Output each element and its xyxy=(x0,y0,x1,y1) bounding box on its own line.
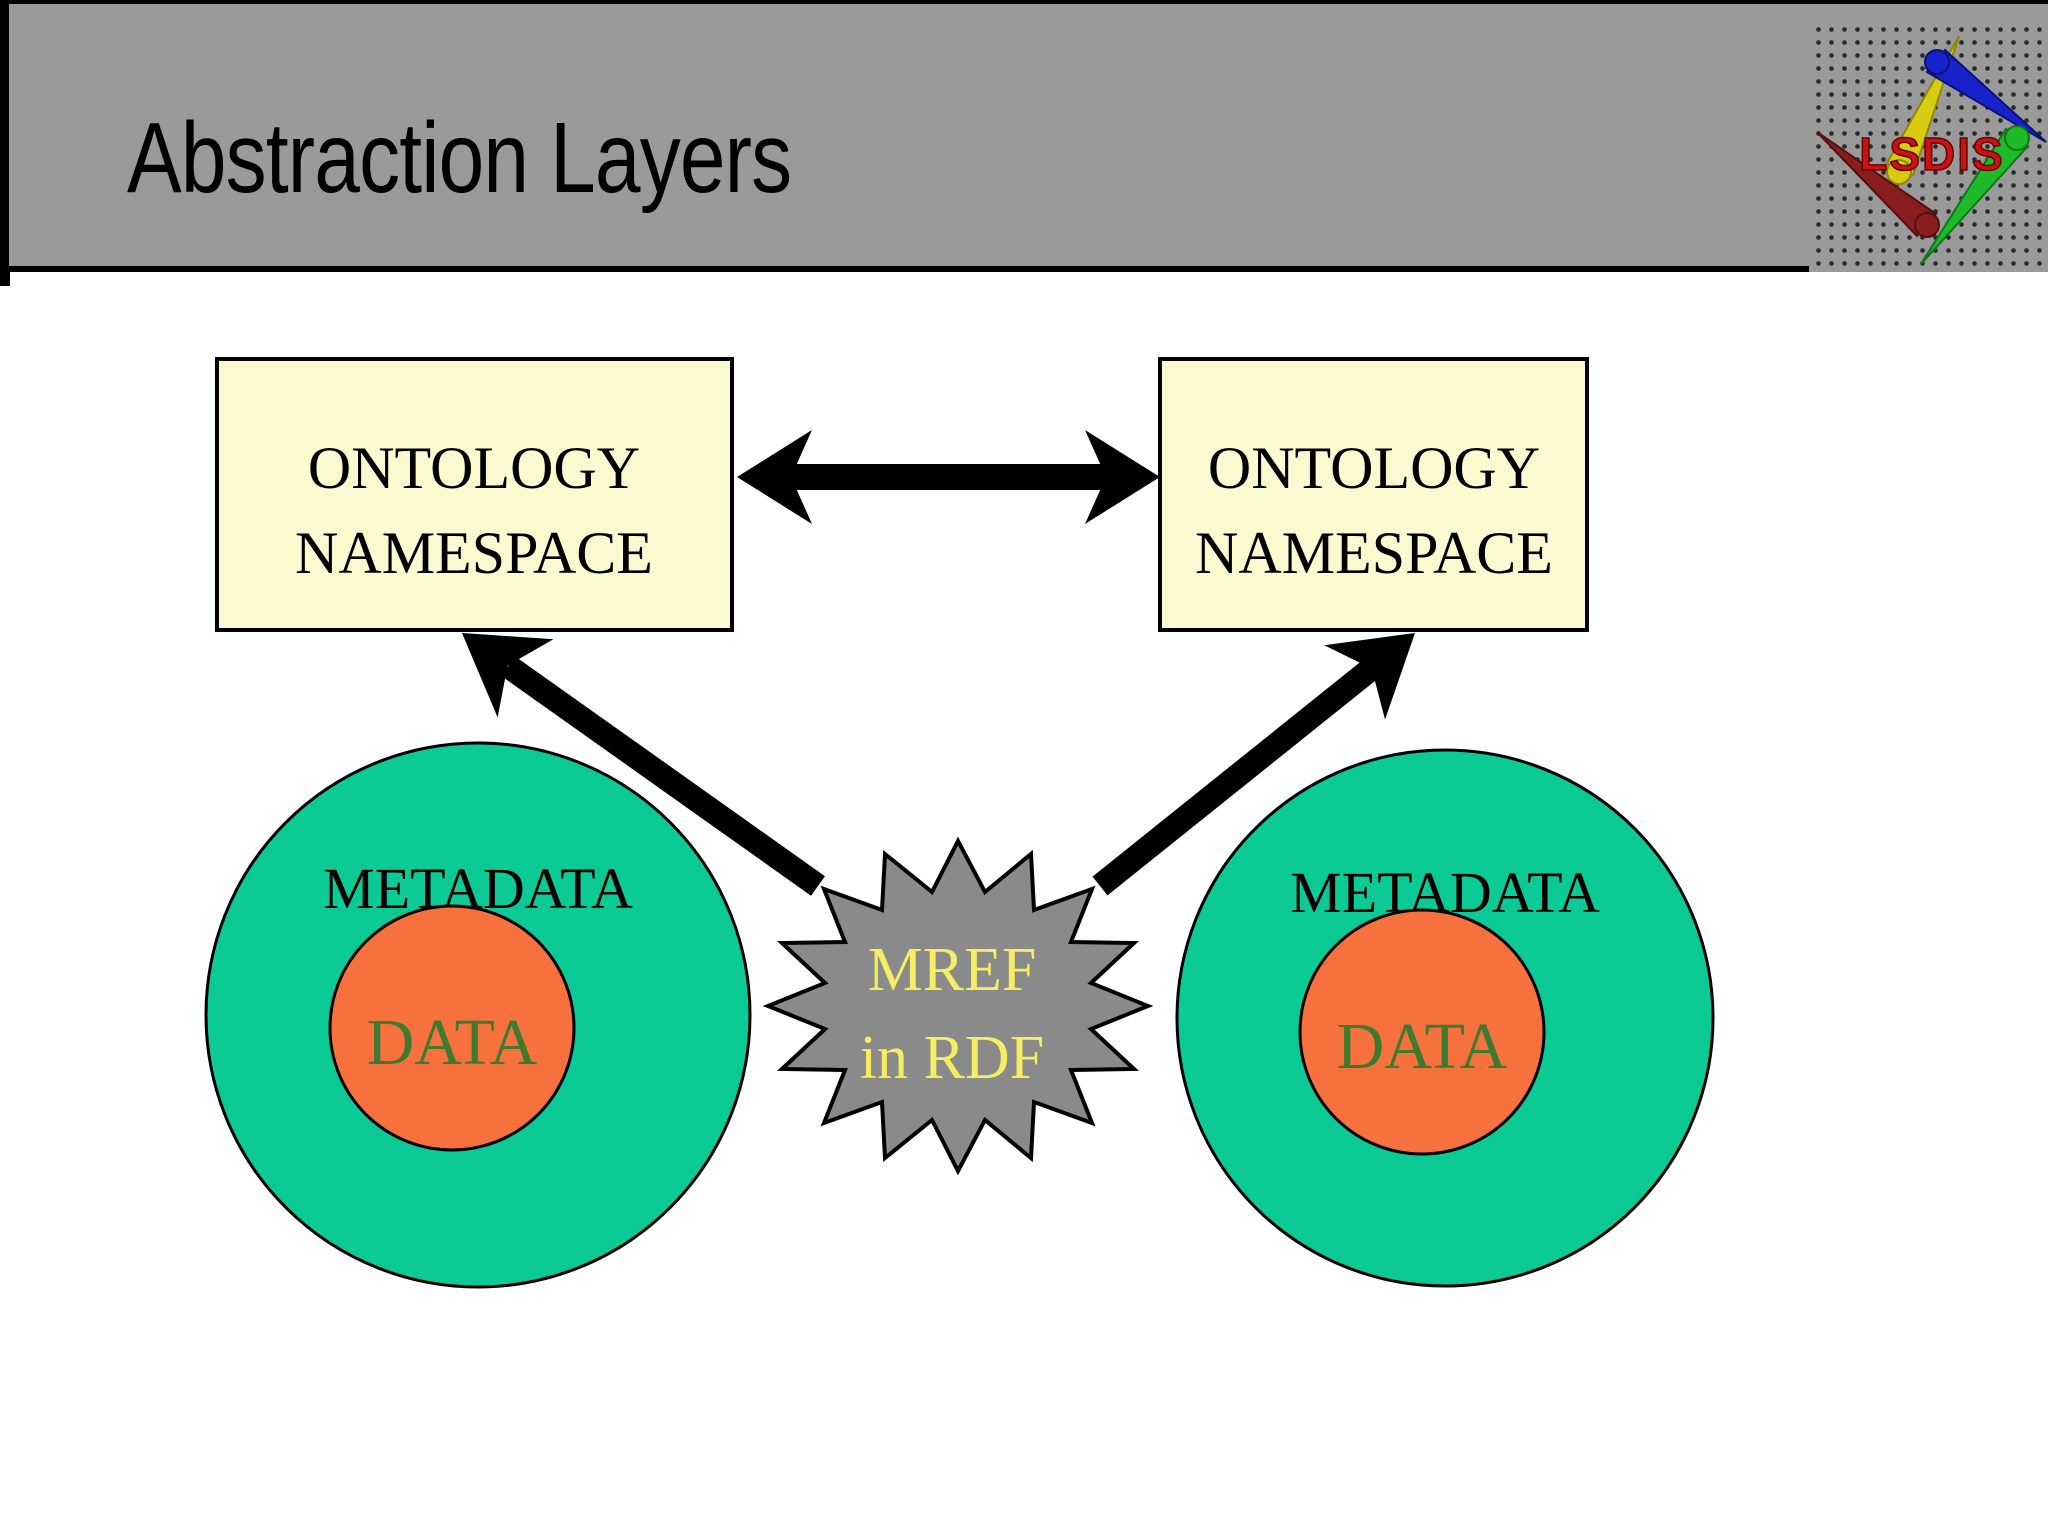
arrowhead-right-icon xyxy=(1085,430,1160,524)
data-circle-left xyxy=(328,904,576,1152)
arrowhead-left-icon xyxy=(737,430,812,524)
ontology-box-left-line1: ONTOLOGY xyxy=(308,435,640,501)
page-title: Abstraction Layers xyxy=(127,102,792,214)
data-label-right: DATA xyxy=(1337,1010,1508,1083)
ontology-box-right-line2: NAMESPACE xyxy=(1195,520,1553,586)
compass-needle-blue-icon xyxy=(1924,48,2047,143)
logo-text: LSDIS xyxy=(1859,128,2004,180)
mref-label-line2: in RDF xyxy=(860,1024,1044,1092)
compass-needle-green-icon xyxy=(1920,125,2030,265)
mref-label-line1: MREF xyxy=(868,936,1037,1004)
lsdis-logo-graphic: LSDIS xyxy=(1816,35,2047,265)
lsdis-logo: LSDIS xyxy=(1809,20,2048,272)
data-circle-right xyxy=(1298,908,1546,1156)
ontology-box-right-line1: ONTOLOGY xyxy=(1208,435,1540,501)
mref-starburst: MREF in RDF xyxy=(762,836,1154,1176)
metadata-circle-right: METADATA DATA xyxy=(1175,748,1715,1288)
header-notch xyxy=(0,272,10,286)
arrow-mref-to-left-ontology xyxy=(462,633,825,896)
ontology-box-right: ONTOLOGY NAMESPACE xyxy=(1158,357,1589,632)
compass-needle-red-icon xyxy=(1816,131,1940,238)
bidirectional-ontology-arrow xyxy=(737,430,1160,524)
arrow-mref-to-right-ontology xyxy=(1092,633,1415,896)
data-label-left: DATA xyxy=(367,1006,538,1079)
ontology-box-left: ONTOLOGY NAMESPACE xyxy=(215,357,734,632)
header-bar: Abstraction Layers xyxy=(0,0,2048,272)
metadata-circle-left: METADATA DATA xyxy=(204,741,752,1289)
arrowhead-icon xyxy=(462,633,554,718)
arrowhead-icon xyxy=(1324,633,1415,720)
ontology-box-left-line2: NAMESPACE xyxy=(295,520,653,586)
